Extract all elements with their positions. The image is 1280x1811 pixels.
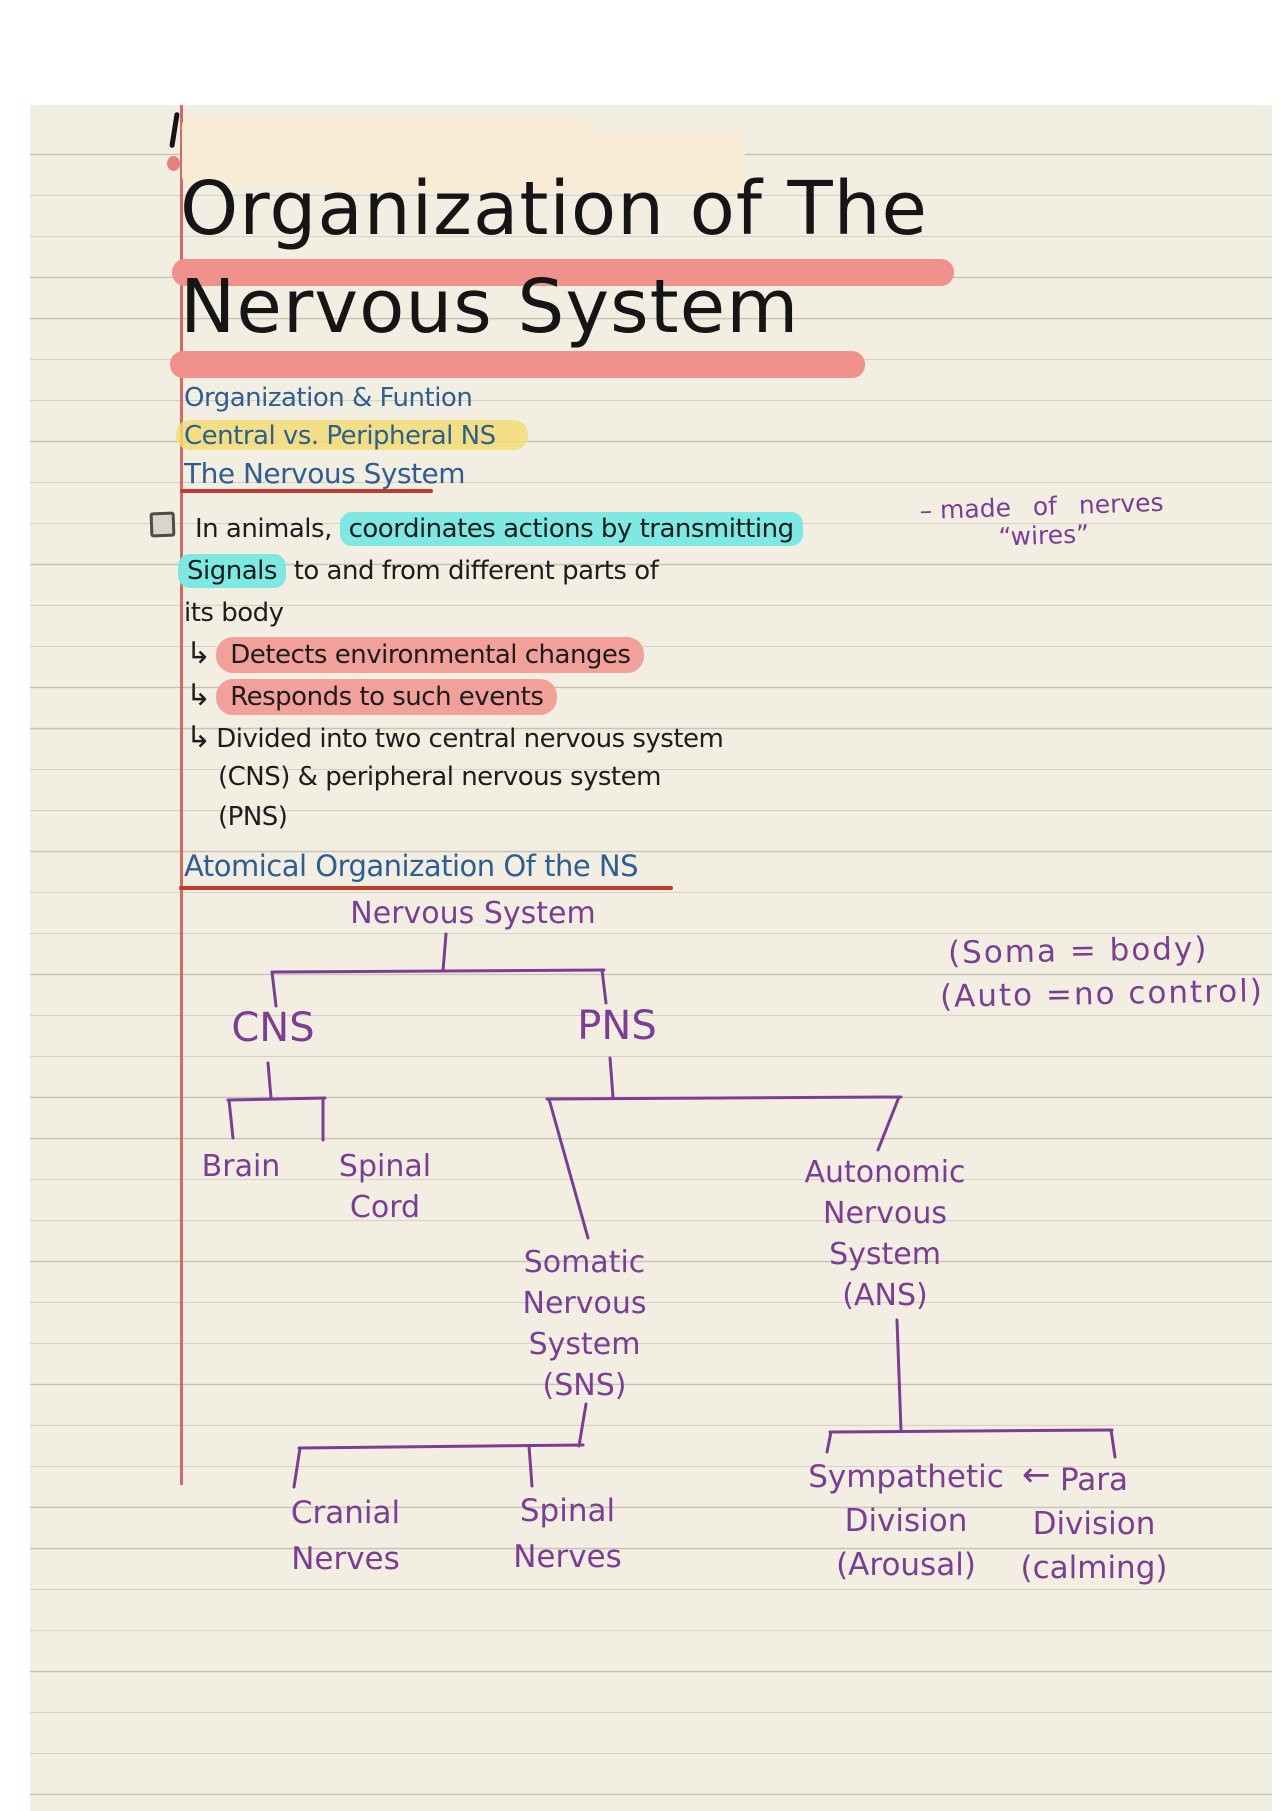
note-line2-plain: to and from different parts of: [293, 556, 659, 586]
tree-node-autonomic-nervous-system: Autonomic Nervous System (ANS): [804, 1155, 966, 1313]
left-arrow-icon: ←: [1022, 1455, 1051, 1495]
tree-node-pns: PNS: [577, 1003, 657, 1049]
paper-background: [30, 105, 1272, 1811]
tree-node-nervous-system: Nervous System: [350, 896, 596, 931]
arrow-item-detects: ↳ Detects environmental changes: [186, 636, 645, 673]
margin-note: – made of nerves “wires”: [919, 488, 1165, 554]
red-underline: [180, 489, 433, 493]
title-highlight-strip: [170, 351, 865, 378]
margin-line: [180, 105, 183, 1485]
tree-node-brain: Brain: [201, 1149, 281, 1184]
tree-node-cranial-nerves: Cranial Nerves: [290, 1495, 401, 1577]
arrow-item-responds: ↳ Responds to such events: [186, 678, 558, 715]
arrow-item-responds-text: Responds to such events: [216, 679, 558, 715]
arrow-item-divided-line2: (CNS) & peripheral nervous system: [218, 762, 661, 792]
arrow-icon: ↳: [186, 678, 212, 713]
arrow-icon: ↳: [186, 720, 212, 755]
note-checkbox[interactable]: [149, 511, 176, 538]
arrow-icon: ↳: [186, 636, 212, 671]
pink-dot: [167, 156, 180, 171]
tree-node-para-division: Para Division (calming): [1020, 1462, 1168, 1586]
arrow-item-divided: ↳ Divided into two central nervous syste…: [186, 720, 724, 755]
arrow-item-divided-line1: Divided into two central nervous system: [216, 724, 724, 754]
tree-node-spinal-nerves: Spinal Nerves: [513, 1493, 622, 1575]
tree-node-cns: CNS: [231, 1005, 315, 1051]
page-title: Organization of The Nervous System: [180, 160, 928, 356]
note-line2-highlighted: Signals: [178, 554, 286, 588]
note-line1-highlighted: coordinates actions by transmitting: [339, 512, 803, 546]
note-line-2: Signals to and from different parts of: [178, 554, 659, 588]
side-note-soma: (Soma = body): [947, 930, 1209, 972]
page-title-line2: Nervous System: [180, 264, 800, 350]
arrow-item-divided-line3: (PNS): [218, 802, 288, 832]
title-highlight-strip: [172, 259, 954, 286]
yellow-highlight: [176, 420, 528, 450]
page-title-line1: Organization of The: [180, 166, 929, 252]
subtitle-organization-function: Organization & Funtion: [184, 383, 473, 413]
section-heading: Atomical Organization Of the NS: [184, 849, 639, 883]
beige-highlight-patch: [330, 132, 745, 192]
subtitle-the-nervous-system: The Nervous System: [184, 457, 466, 490]
subtitle-central-vs-peripheral: Central vs. Peripheral NS: [184, 421, 496, 451]
red-underline: [179, 886, 673, 890]
side-note-auto: (Auto =no control): [939, 973, 1265, 1015]
margin-note-dash: –: [919, 495, 933, 526]
margin-note-line2: “wires”: [998, 519, 1090, 552]
note-line-3: its body: [184, 598, 284, 628]
tree-node-sympathetic-division: Sympathetic Division (Arousal): [808, 1459, 1004, 1583]
tree-node-spinal-cord: Spinal Cord: [338, 1149, 432, 1225]
note-line1-plain: In animals,: [195, 514, 332, 544]
arrow-item-detects-text: Detects environmental changes: [216, 637, 645, 673]
note-line-1: In animals, coordinates actions by trans…: [195, 512, 803, 546]
tree-node-somatic-nervous-system: Somatic Nervous System (SNS): [522, 1245, 647, 1403]
